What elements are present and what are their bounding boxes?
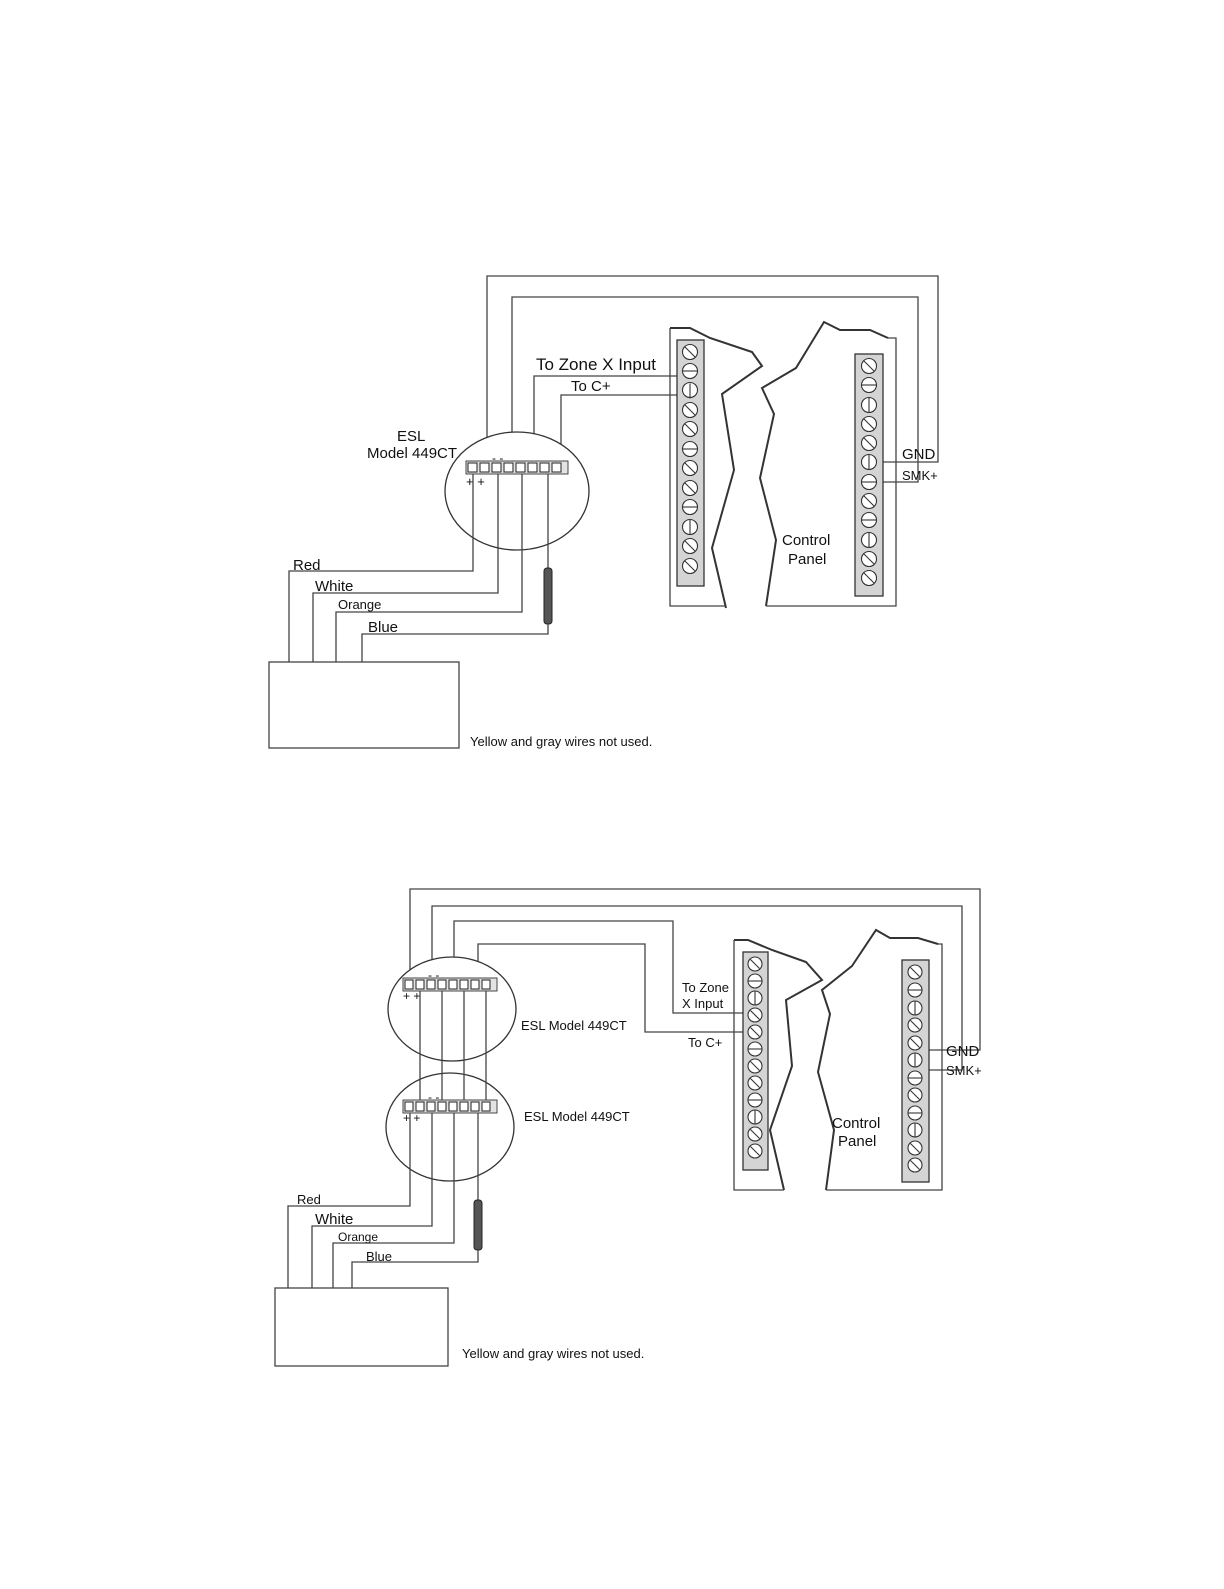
d1-right-terminal-strip xyxy=(855,354,883,596)
d1-wire-blue-label: Blue xyxy=(368,619,398,636)
d1-gnd-label: GND xyxy=(902,446,936,463)
d1-wire-white-label: White xyxy=(315,578,353,595)
d2-gnd-label: GND xyxy=(946,1043,980,1060)
d1-module-box xyxy=(269,662,459,748)
d2-zone-label-1: To Zone xyxy=(682,980,729,995)
d1-c-label: To C+ xyxy=(571,378,611,395)
svg-text:+ +: + + xyxy=(466,474,485,489)
d1-wire-red-label: Red xyxy=(293,557,321,574)
d1-smk-label: SMK+ xyxy=(902,468,938,483)
d2-wire-blue-label: Blue xyxy=(366,1249,392,1264)
d2-detector-1-label: ESL Model 449CT xyxy=(521,1018,627,1033)
d2-detector-2-label: ESL Model 449CT xyxy=(524,1109,630,1124)
d2-control-panel xyxy=(734,930,942,1190)
d1-note: Yellow and gray wires not used. xyxy=(470,734,652,749)
svg-text:+ +: + + xyxy=(403,989,420,1003)
d1-control-panel xyxy=(670,322,896,608)
d2-right-terminal-strip xyxy=(902,960,929,1182)
d2-panel-label-2: Panel xyxy=(838,1133,876,1150)
svg-text:+ +: + + xyxy=(403,1111,420,1125)
d2-resistor xyxy=(474,1200,482,1250)
d2-detector-1: + + - - xyxy=(388,957,516,1061)
d1-detector-terminal-block xyxy=(466,461,568,474)
svg-text:- -: - - xyxy=(428,1090,439,1104)
d1-detector-label-2: Model 449CT xyxy=(367,445,457,462)
d2-left-terminal-strip xyxy=(743,952,768,1170)
diagram-2: + + - - ESL Model 449CT + + - - ESL Mode… xyxy=(275,889,982,1366)
d2-wire-white-label: White xyxy=(315,1211,353,1228)
d2-wire-red-label: Red xyxy=(297,1192,321,1207)
d1-left-terminal-strip xyxy=(677,340,704,586)
d1-panel-label-2: Panel xyxy=(788,551,826,568)
d2-module-box xyxy=(275,1288,448,1366)
d1-wire-orange-label: Orange xyxy=(338,597,381,612)
d1-detector-label-1: ESL xyxy=(397,428,425,445)
d2-note: Yellow and gray wires not used. xyxy=(462,1346,644,1361)
svg-text:- -: - - xyxy=(492,451,503,465)
d1-zone-label: To Zone X Input xyxy=(536,355,656,374)
d2-panel-label-1: Control xyxy=(832,1115,880,1132)
diagram-1: + + - - ESL Model 449CT Red White Orange… xyxy=(269,276,938,749)
d2-smk-label: SMK+ xyxy=(946,1063,982,1078)
svg-text:- -: - - xyxy=(428,968,439,982)
d1-panel-label-1: Control xyxy=(782,532,830,549)
d2-zone-label-2: X Input xyxy=(682,996,724,1011)
d1-c-wire xyxy=(561,395,688,462)
d2-wire-orange-label: Orange xyxy=(338,1230,378,1244)
d1-resistor xyxy=(544,568,552,624)
d2-c-label: To C+ xyxy=(688,1035,722,1050)
d1-detector: + + - - xyxy=(445,432,589,550)
d2-detector-2: + + - - xyxy=(386,1073,514,1181)
